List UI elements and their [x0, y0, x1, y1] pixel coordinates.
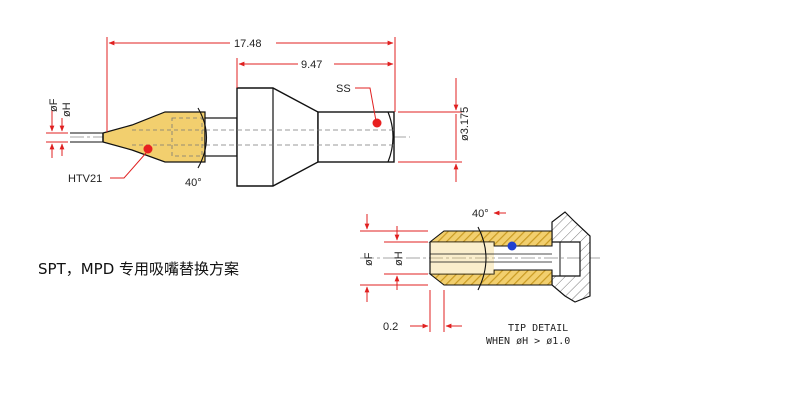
- nozzle-shank: [317, 111, 395, 163]
- dimension-overall-length: 17.48: [234, 38, 262, 50]
- detail-note: WHEN øH > ø1.0: [486, 336, 570, 347]
- phi-f-label-detail: øF: [363, 252, 375, 266]
- angle-label-detail: 40°: [472, 208, 489, 220]
- angle-label-main: 40°: [185, 177, 202, 189]
- detail-blue-marker: [507, 241, 517, 251]
- brass-nozzle-tip: [102, 111, 206, 163]
- dimension-partial-length: 9.47: [301, 59, 322, 71]
- nozzle-neck: [204, 117, 238, 157]
- detail-title: TIP DETAIL: [508, 323, 568, 334]
- holder-section: [551, 211, 591, 303]
- angle-arc-main: [197, 107, 207, 169]
- dimension-shank-diameter: ø3.175: [459, 107, 471, 141]
- nozzle-replacement-caption: SPT，MPD 专用吸嘴替换方案: [38, 260, 240, 278]
- ss-callout-label: SS: [336, 83, 351, 95]
- phi-f-label-main: øF: [48, 98, 60, 112]
- htv21-marker: [143, 144, 153, 154]
- ss-marker: [372, 118, 382, 128]
- phi-h-label-detail: øH: [393, 251, 405, 266]
- main-view: 40° SS HTV21 17.48 9.47 ø3.175: [46, 35, 471, 189]
- tip-detail-view: 40° øF øH 0.2 TIP DETAIL WHEN øH > ø1.0: [360, 208, 600, 347]
- offset-dimension: 0.2: [383, 321, 398, 333]
- nozzle-body: [236, 87, 319, 187]
- htv21-callout-label: HTV21: [68, 173, 102, 185]
- phi-h-label-main: øH: [61, 102, 73, 117]
